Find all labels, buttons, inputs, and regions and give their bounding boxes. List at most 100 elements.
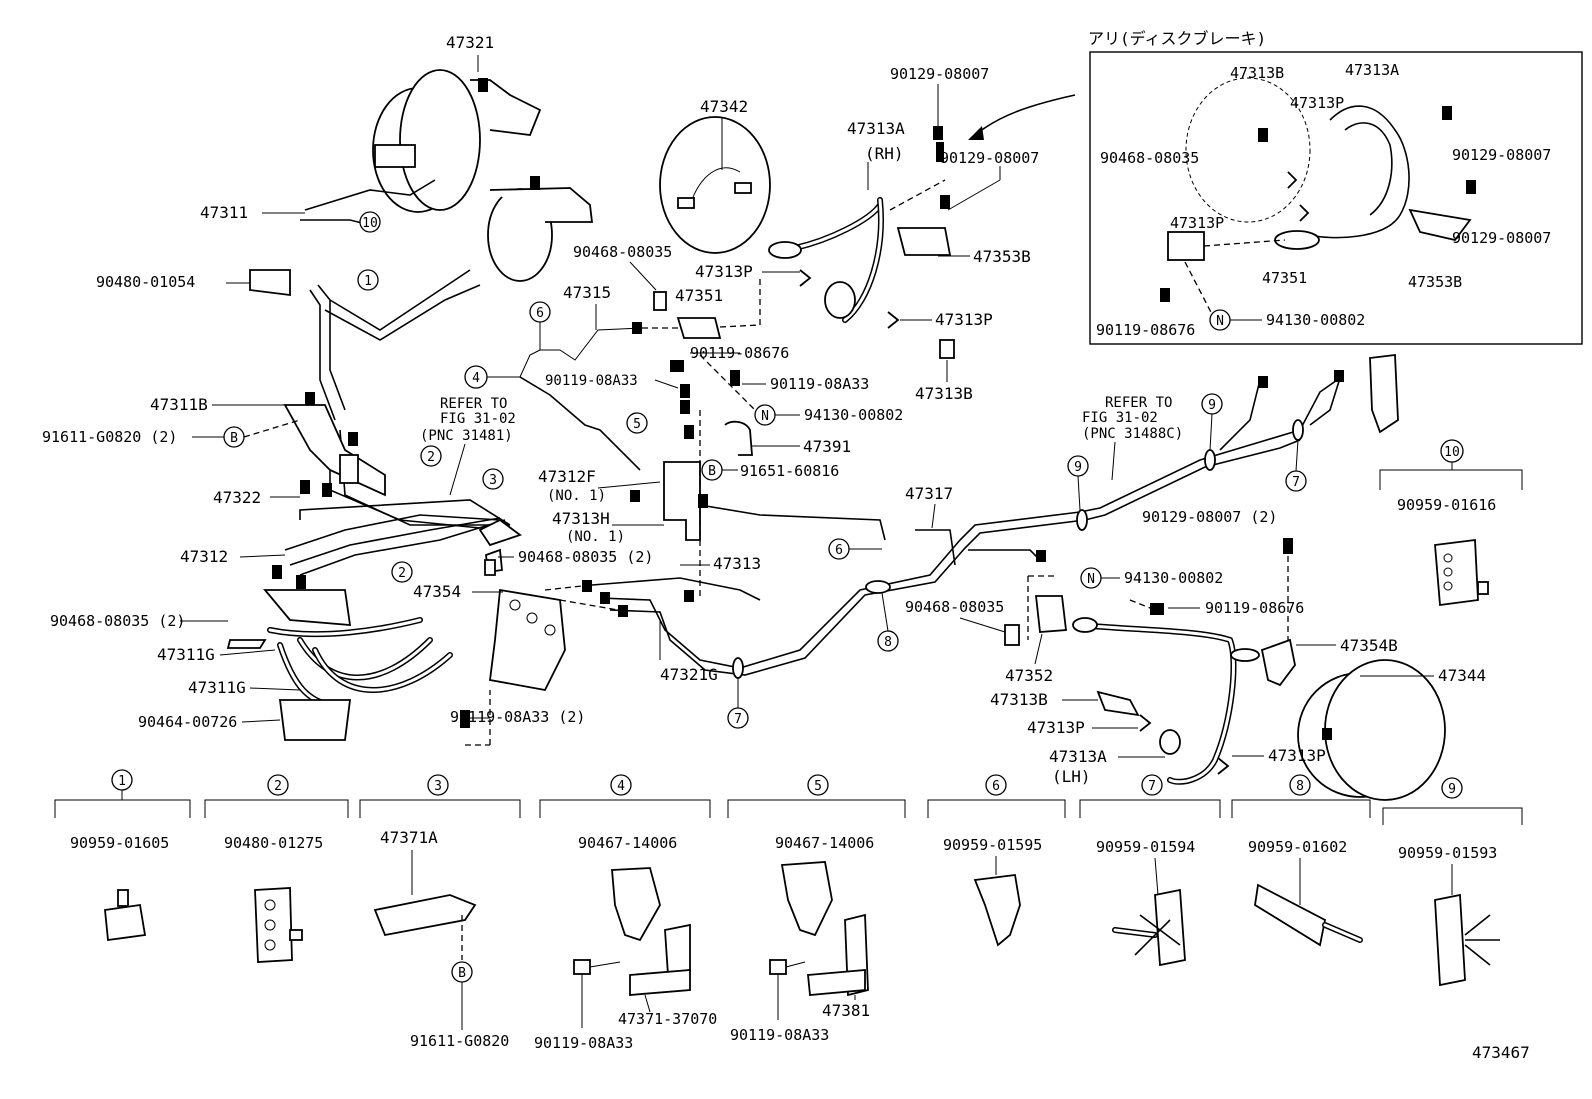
label-90468-08035-2-mid: 90468-08035 (2) <box>518 548 653 566</box>
label-47311G-b: 47311G <box>188 678 246 697</box>
label-90468-08035-2-left: 90468-08035 (2) <box>50 612 185 630</box>
callout-B-left: B <box>230 431 238 446</box>
label-90119-08A33-2: 90119-08A33 (2) <box>450 708 585 726</box>
inset-label-47351: 47351 <box>1262 269 1307 287</box>
legend-7-part-0: 90959-01594 <box>1096 838 1195 856</box>
refer-right-line1: REFER TO <box>1105 395 1172 411</box>
callout-7-right: 7 <box>1292 475 1300 490</box>
callout-10-booster: 10 <box>362 216 378 231</box>
inset-label-47313P-b: 47313P <box>1170 214 1224 232</box>
callout-2-lower: 2 <box>398 566 406 581</box>
callout-N-right: N <box>1087 572 1095 587</box>
label-47315: 47315 <box>563 283 611 302</box>
label-no1-b: (NO. 1) <box>566 529 625 545</box>
inset-label-47353B: 47353B <box>1408 273 1462 291</box>
callout-10-legend: 10 <box>1444 445 1460 460</box>
label-47354: 47354 <box>413 582 461 601</box>
legend-4-part-2: 90119-08A33 <box>534 1034 633 1052</box>
label-47322: 47322 <box>213 488 261 507</box>
legend-number-7: 7 <box>1148 779 1156 794</box>
legend-number-2: 2 <box>274 779 282 794</box>
label-47354B: 47354B <box>1340 636 1398 655</box>
inset-label-90119-08676: 90119-08676 <box>1096 321 1195 339</box>
legend-1-part-0: 90959-01605 <box>70 834 169 852</box>
label-47353B: 47353B <box>973 247 1031 266</box>
legend-2-part-0: 90480-01275 <box>224 834 323 852</box>
callout-N-center: N <box>761 409 769 424</box>
inset-label-47313P-a: 47313P <box>1290 94 1344 112</box>
legend-8-part-0: 90959-01602 <box>1248 838 1347 856</box>
disc-brake-inset: アリ(ディスクブレーキ) 47313B 47313A 47313P 90468-… <box>1088 29 1583 345</box>
label-90468-08035-right: 90468-08035 <box>905 598 1004 616</box>
master-cylinder-lines <box>226 179 522 741</box>
legend-6-part-0: 90959-01595 <box>943 836 1042 854</box>
label-90119-08A33-left: 90119-08A33 <box>545 373 638 389</box>
label-47321G: 47321G <box>660 665 718 684</box>
label-47312: 47312 <box>180 547 228 566</box>
inset-title: アリ(ディスクブレーキ) <box>1088 29 1266 48</box>
callout-6-center: 6 <box>536 306 544 321</box>
legend-4-part-0: 90467-14006 <box>578 834 677 852</box>
label-47313B-lh: 47313B <box>990 690 1048 709</box>
label-90129-08007-2: 90129-08007 (2) <box>1142 508 1277 526</box>
callout-7-center: 7 <box>734 712 742 727</box>
legend-number-1: 1 <box>118 774 126 789</box>
inset-label-90129-08007-a: 90129-08007 <box>1452 146 1551 164</box>
label-47391: 47391 <box>803 437 851 456</box>
legend-number-3: 3 <box>434 779 442 794</box>
label-94130-00802-right: 94130-00802 <box>1124 569 1223 587</box>
legend-3-part-0: 47371A <box>380 828 438 847</box>
callout-3: 3 <box>489 473 497 488</box>
inset-label-94130-00802: 94130-00802 <box>1266 311 1365 329</box>
label-47313B-rh: 47313B <box>915 384 973 403</box>
label-47351-main: 47351 <box>675 286 723 305</box>
legend-9-part-0: 90959-01593 <box>1398 844 1497 862</box>
refer-right-line3: (PNC 31488C) <box>1082 426 1183 442</box>
label-47342: 47342 <box>700 97 748 116</box>
label-47311: 47311 <box>200 203 248 222</box>
callout-9-mid: 9 <box>1074 460 1082 475</box>
clamp-legend: 1 90959-01605 2 90480-01275 3 47371A B 9… <box>54 769 1523 1052</box>
legend-4-part-1: 47371-37070 <box>618 1010 717 1028</box>
label-47313A-lh: 47313A <box>1049 747 1107 766</box>
inset-label-90468-08035: 90468-08035 <box>1100 149 1199 167</box>
label-rh: (RH) <box>865 144 904 163</box>
label-47313H: 47313H <box>552 509 610 528</box>
label-47313A-rh: 47313A <box>847 119 905 138</box>
inset-callout-N: N <box>1216 314 1224 329</box>
callout-6-pipe: 6 <box>835 543 843 558</box>
legend-number-4: 4 <box>617 779 625 794</box>
callout-9-right: 9 <box>1208 398 1216 413</box>
label-47317: 47317 <box>905 484 953 503</box>
callout-8-center: 8 <box>884 635 892 650</box>
label-90129-08007-b: 90129-08007 <box>940 149 1039 167</box>
label-94130-00802-main: 94130-00802 <box>804 406 903 424</box>
label-90119-08676-right: 90119-08676 <box>1205 599 1304 617</box>
inset-label-47313A: 47313A <box>1345 61 1399 79</box>
figure-number: 473467 <box>1472 1043 1530 1062</box>
label-90119-08A33-right: 90119-08A33 <box>770 375 869 393</box>
inset-label-90129-08007-b: 90129-08007 <box>1452 229 1551 247</box>
label-47313P-lh1: 47313P <box>1027 718 1085 737</box>
inset-label-47313B: 47313B <box>1230 64 1284 82</box>
label-47313P-rh1: 47313P <box>695 262 753 281</box>
label-lh: (LH) <box>1052 767 1091 786</box>
label-47311G-a: 47311G <box>157 645 215 664</box>
rh-drum-brake: 47342 <box>659 97 771 254</box>
callout-1-booster: 1 <box>364 274 372 289</box>
legend-3-part-1: 91611-G0820 <box>410 1032 509 1050</box>
legend-number-9: 9 <box>1448 782 1456 797</box>
label-no1-a: (NO. 1) <box>547 488 606 504</box>
callout-5: 5 <box>633 417 641 432</box>
label-47344: 47344 <box>1438 666 1486 685</box>
label-90464-00726: 90464-00726 <box>138 713 237 731</box>
label-47352: 47352 <box>1005 666 1053 685</box>
legend-number-6: 6 <box>992 779 1000 794</box>
label-91611-G0820-2: 91611-G0820 (2) <box>42 428 177 446</box>
legend-5-part-0: 90467-14006 <box>775 834 874 852</box>
label-47321: 47321 <box>446 33 494 52</box>
label-47313P-rh2: 47313P <box>935 310 993 329</box>
label-90468-08035-top: 90468-08035 <box>573 243 672 261</box>
callout-4: 4 <box>472 371 480 386</box>
refer-left-line3: (PNC 31481) <box>420 428 513 444</box>
